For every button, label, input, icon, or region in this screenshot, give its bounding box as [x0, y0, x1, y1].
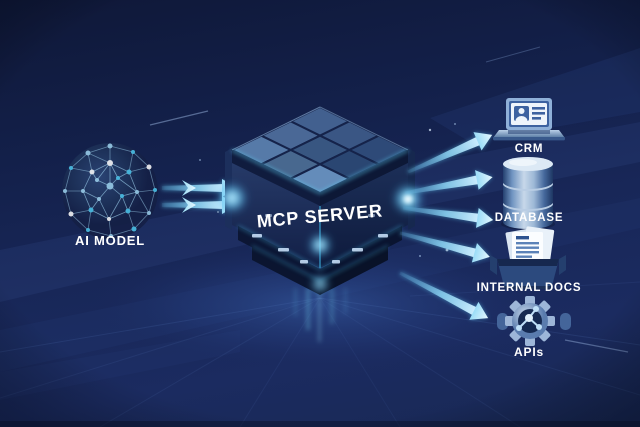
diagram-canvas: AI MODEL [0, 0, 640, 427]
mcp-architecture-diagram: AI MODEL [0, 0, 640, 427]
vignette-overlay [0, 0, 640, 427]
